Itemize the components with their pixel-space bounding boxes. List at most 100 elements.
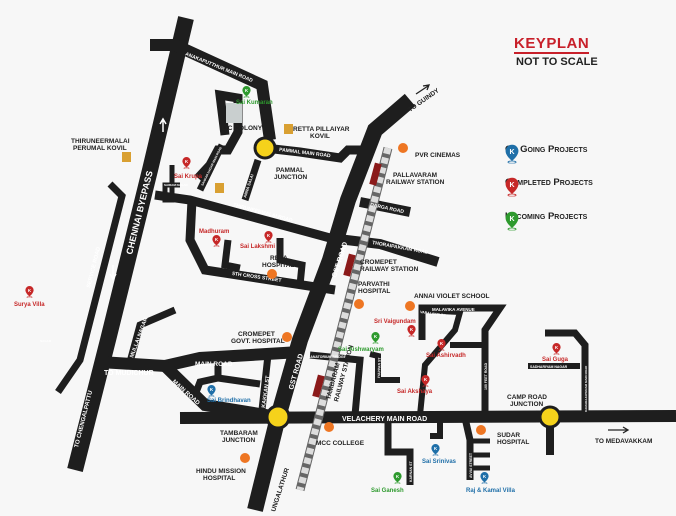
- road-mullai-nagar: [126, 306, 177, 363]
- label-pvr: PVR CINEMAS: [415, 152, 461, 159]
- svg-text:Sai Aishwaryam: Sai Aishwaryam: [338, 347, 384, 353]
- arrow-medavakkam-icon: [608, 426, 630, 434]
- label-iyappan: IYAPPAN ST: [377, 357, 382, 378]
- chromepet-station-icon: [343, 253, 356, 277]
- label-pallavaram-2: RAILWAY STATION: [386, 179, 445, 186]
- project-pin[interactable]: Sai Srinivas: [422, 444, 457, 465]
- project-pin[interactable]: Sai Lakshmi: [240, 231, 275, 250]
- pammal-junction-marker: [253, 136, 277, 160]
- label-hindu-mission-1: HINDU MISSION: [196, 468, 246, 475]
- project-pin[interactable]: Sri Vaigundam: [374, 319, 416, 337]
- label-sudar-1: SUDAR: [497, 432, 520, 439]
- road-kamarajapuram: [545, 329, 589, 416]
- label-to-guindy: TO GUINDY: [407, 87, 441, 114]
- project-pin[interactable]: Raj & Kamal Villa: [466, 472, 516, 494]
- svg-text:Sai Ashirvadh: Sai Ashirvadh: [426, 353, 466, 359]
- svg-text:Sri Vaigundam: Sri Vaigundam: [374, 319, 416, 325]
- project-pins: Sai Kumaran Sai Krupa Madhuram Sai Laksh…: [14, 86, 569, 494]
- label-malavika: MALAVIKA AVENUE: [432, 307, 475, 312]
- road-velachery: [179, 410, 676, 424]
- label-velachery: VELACHERY MAIN ROAD: [342, 416, 427, 423]
- label-pallavaram-1: PALLAVARAM: [393, 172, 437, 179]
- svg-text:Surya Villa: Surya Villa: [14, 302, 45, 308]
- project-pin[interactable]: Madhuram: [199, 229, 229, 247]
- label-to-medavakkam: TO MEDAVAKKAM: [595, 438, 652, 445]
- label-kakkan-st: KAKKAN ST: [261, 375, 272, 409]
- road-srinivas-lane: [430, 418, 443, 439]
- camp-road-junction-marker: [538, 405, 562, 429]
- project-pin[interactable]: Sai Brindhavan: [207, 385, 251, 404]
- svg-text:Sai Lakshmi: Sai Lakshmi: [240, 244, 275, 250]
- label-thiruneermalai-kovil-1: THIRUNEERMALAI: [71, 138, 130, 145]
- landmarks: PVR CINEMAS PALLAVARAM RAILWAY STATION R…: [71, 103, 547, 482]
- label-rela-1: RELA: [270, 255, 288, 262]
- svg-text:Sai Srinivas: Sai Srinivas: [422, 459, 457, 465]
- svg-text:Sai Brindhavan: Sai Brindhavan: [207, 398, 251, 404]
- road-anakaputhur: [150, 39, 276, 141]
- road-sankar-nagar: [196, 143, 226, 192]
- arrow-down-icon: [109, 265, 117, 281]
- road-thoraipakkam: [329, 233, 440, 267]
- label-chromepet-govt-2: GOVT. HOSPITAL: [231, 338, 285, 345]
- project-pin[interactable]: Sai Kumaran: [236, 86, 273, 106]
- label-rela-2: HOSPITAL: [262, 262, 294, 269]
- temple-icon: [284, 124, 293, 134]
- road-5th-cross: [185, 199, 336, 295]
- legend-label: On Going Projects: [505, 144, 588, 155]
- pin-ongoing-icon: [505, 144, 519, 164]
- project-pin[interactable]: Sai Akshaya: [397, 375, 433, 395]
- label-retta-pillaiyar-1: RETTA PILLAIYAR: [293, 126, 350, 133]
- label-camp-road-1: CAMP ROAD: [507, 394, 547, 401]
- project-pin[interactable]: Sai Krupa: [174, 157, 203, 180]
- label-avvai: AVVAI STREET: [469, 452, 473, 478]
- pin-completed-icon: [505, 177, 519, 197]
- road-pammal-main: [264, 143, 368, 163]
- label-karnan: KARNAN ST: [409, 461, 413, 482]
- road-iyappan-st: [369, 351, 400, 383]
- chromepet-govt-marker-icon: [282, 332, 292, 342]
- road-kakkan-st: [258, 354, 272, 411]
- project-pin[interactable]: Sai Guga: [542, 343, 569, 363]
- label-sanatorium: SANATORIUM BRIDGE: [308, 355, 347, 359]
- label-mcc: MCC COLLEGE: [316, 440, 365, 447]
- svg-text:Sai Kumaran: Sai Kumaran: [236, 100, 273, 106]
- pvr-marker-icon: [398, 143, 408, 153]
- project-pin[interactable]: Sai Ganesh: [371, 472, 404, 494]
- road-malavika: [418, 304, 507, 416]
- road-karnan-st: [384, 418, 414, 485]
- label-chromepet-st-2: RAILWAY STATION: [360, 266, 419, 273]
- road-varalakshmi: [417, 307, 464, 416]
- arrow-guindy-icon: [415, 84, 431, 95]
- svg-text:Madhuram: Madhuram: [199, 229, 229, 235]
- label-to-mudichur: TO MUDICHUR: [104, 370, 154, 377]
- label-chromepet-st-1: CROMEPET: [360, 259, 397, 266]
- legend-upcoming: Upcoming Projects: [505, 211, 587, 222]
- label-lic-colony: LIC COLONY: [222, 125, 263, 132]
- road-chennai-bypass: [67, 16, 194, 472]
- rela-marker-icon: [267, 269, 277, 279]
- legend-completed: Completed Projects: [505, 177, 593, 188]
- svg-text:Sai Akshaya: Sai Akshaya: [397, 389, 433, 395]
- road-sairam: [162, 165, 180, 203]
- sudar-marker-icon: [476, 425, 486, 435]
- svg-text:Sai Guga: Sai Guga: [542, 357, 569, 363]
- railway-line: [295, 146, 393, 492]
- label-retta-pillaiyar-2: KOVIL: [310, 133, 330, 140]
- label-main-road-1: MAIN ROAD: [195, 361, 233, 368]
- project-pin[interactable]: Sai Aishwaryam: [338, 332, 384, 353]
- label-tambaram-junction-2: JUNCTION: [222, 437, 256, 444]
- pin-upcoming-icon: [505, 211, 519, 231]
- hindu-mission-marker-icon: [240, 453, 250, 463]
- svg-text:Sai Ganesh: Sai Ganesh: [371, 488, 404, 494]
- project-pin[interactable]: Sai Ashirvadh: [426, 339, 466, 359]
- tambaram-junction-marker: [265, 404, 291, 430]
- building-icon: [226, 103, 242, 123]
- project-pin[interactable]: Surya Villa: [14, 286, 45, 308]
- label-varalakshmi: VARALAKSHMI ST: [420, 310, 452, 318]
- label-sudar-2: HOSPITAL: [497, 439, 529, 446]
- label-parvathi-1: PARVATHI: [358, 281, 390, 288]
- label-tambaram-junction-1: TAMBARAM: [220, 430, 258, 437]
- label-anakaputhur: ANAKAPUTTHUR MAIN ROAD: [184, 51, 254, 84]
